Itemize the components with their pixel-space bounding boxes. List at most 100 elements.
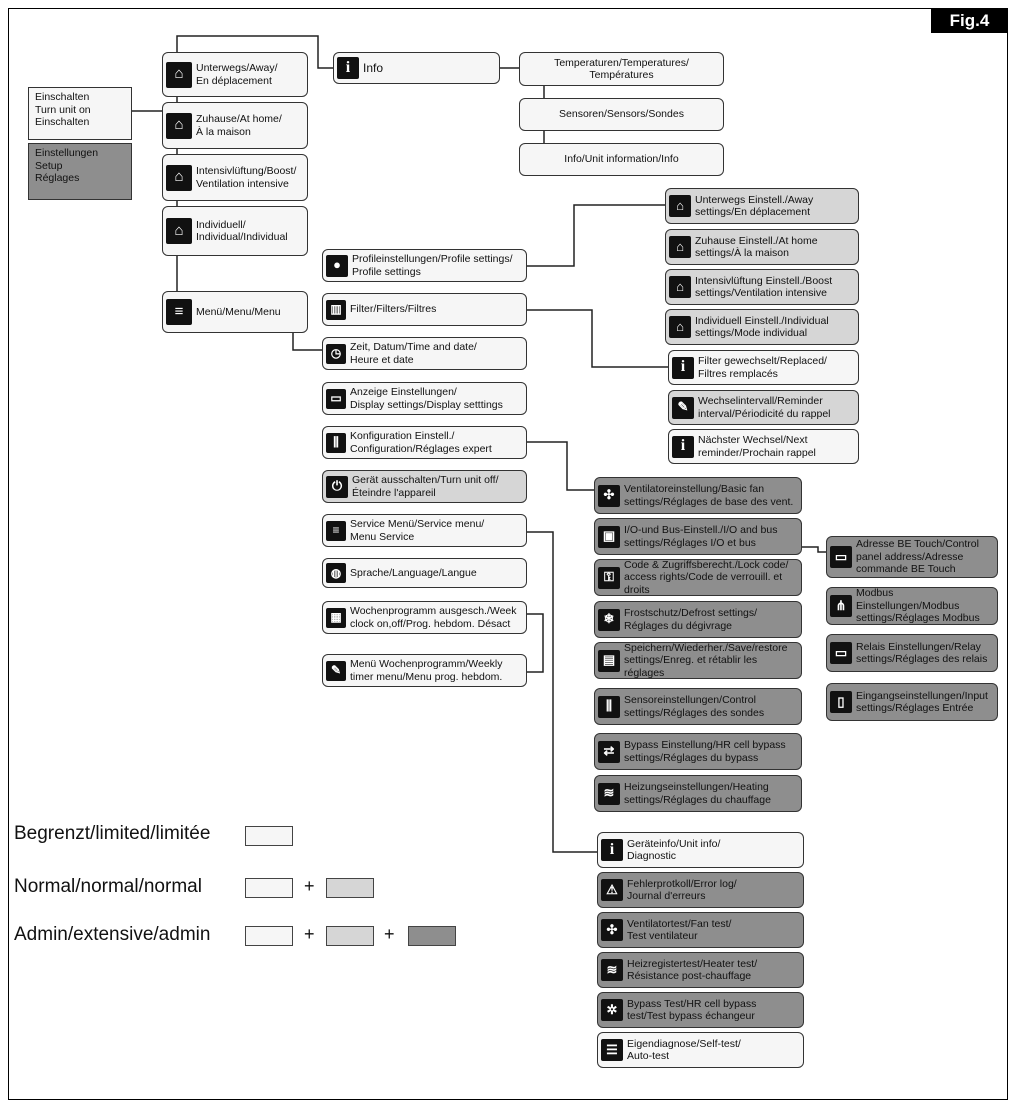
config-save-restore: ▤ Speichern/Wiederher./Save/restore sett… — [594, 642, 802, 679]
mode-home: ⌂ Zuhause/At home/ À la maison — [162, 102, 308, 149]
individual-mode-icon: ⌂ — [166, 218, 192, 244]
io-input-label: Eingangseinstellungen/Input settings/Rég… — [856, 689, 988, 715]
menu-item-weekly-timer-label: Menü Wochenprogramm/Weekly timer menu/Me… — [350, 658, 503, 683]
config-fan: ✣ Ventilatoreinstellung/Basic fan settin… — [594, 477, 802, 514]
individual-settings-icon: ⌂ — [669, 316, 691, 338]
config-bypass-label: Bypass Einstellung/HR cell bypass settin… — [624, 739, 786, 764]
info-label: Info — [363, 60, 384, 75]
menu-item-power-off: ⏻ Gerät ausschalten/Turn unit off/ Étein… — [322, 470, 527, 503]
legend-plus: + — [304, 876, 315, 896]
menu-item-time: ◷ Zeit, Datum/Time and date/ Heure et da… — [322, 337, 527, 370]
bypass-test-icon: ✲ — [601, 999, 623, 1021]
connector-line — [527, 441, 594, 491]
menu-item-weekly-timer: ✎ Menü Wochenprogramm/Weekly timer menu/… — [322, 654, 527, 687]
connector-line — [176, 35, 333, 69]
config-io-bus-label: I/O-und Bus-Einstell./I/O and bus settin… — [624, 524, 778, 549]
menu-item-profile-label: Profileinstellungen/Profile settings/ Pr… — [352, 253, 513, 278]
io-input: ▯ Eingangseinstellungen/Input settings/R… — [826, 683, 998, 721]
menu-item-configuration: ⫼ Konfiguration Einstell./ Configuration… — [322, 426, 527, 459]
away-mode-icon: ⌂ — [166, 61, 192, 88]
heating-settings-icon: ≋ — [598, 782, 620, 805]
fan-settings-icon: ✣ — [598, 484, 620, 507]
config-lock-code: ⚿ Code & Zugriffsberecht./Lock code/ acc… — [594, 559, 802, 596]
menu-item-language: ◍ Sprache/Language/Langue — [322, 558, 527, 588]
service-error-log-label: Fehlerprotkoll/Error log/ Journal d'erre… — [627, 877, 737, 903]
setup-label: Einstellungen Setup Réglages — [35, 147, 99, 184]
home-mode-icon: ⌂ — [166, 112, 192, 139]
menu-item-language-label: Sprache/Language/Langue — [350, 566, 477, 579]
away-settings-icon: ⌂ — [669, 195, 691, 217]
power-icon: ⏻ — [326, 475, 348, 498]
connector-line — [292, 333, 322, 351]
config-defrost: ❄ Frostschutz/Defrost settings/ Réglages… — [594, 601, 802, 638]
info-icon: i — [337, 57, 359, 79]
mode-menu: ≡ Menü/Menu/Menu — [162, 291, 308, 333]
legend-admin-swatch-admin — [408, 926, 456, 946]
boost-settings-icon: ⌂ — [669, 276, 691, 298]
error-log-icon: ⚠ — [601, 879, 623, 901]
input-icon: ▯ — [830, 691, 852, 713]
config-heating-label: Heizungseinstellungen/Heating settings/R… — [624, 781, 771, 806]
config-heating: ≋ Heizungseinstellungen/Heating settings… — [594, 775, 802, 812]
menu-item-time-label: Zeit, Datum/Time and date/ Heure et date — [350, 341, 477, 366]
config-sensor: ⫼ Sensoreinstellungen/Control settings/R… — [594, 688, 802, 725]
config-fan-label: Ventilatoreinstellung/Basic fan settings… — [624, 483, 794, 508]
bypass-settings-icon: ⇄ — [598, 740, 620, 763]
menu-item-service-label: Service Menü/Service menu/ Menu Service — [350, 518, 485, 543]
menu-item-week-clock: ▦ Wochenprogramm ausgesch./Week clock on… — [322, 601, 527, 634]
menu-icon: ≡ — [166, 299, 192, 325]
language-icon: ◍ — [326, 563, 346, 583]
menu-item-filter-label: Filter/Filters/Filtres — [350, 303, 437, 316]
config-lock-code-label: Code & Zugriffsberecht./Lock code/ acces… — [624, 559, 789, 596]
info-temperatures-label: Temperaturen/Temperatures/ Températures — [554, 56, 689, 82]
service-heater-test: ≋ Heizregistertest/Heater test/ Résistan… — [597, 952, 804, 988]
legend-limited-label: Begrenzt/limited/limitée — [14, 823, 211, 844]
self-test-icon: ☰ — [601, 1039, 623, 1061]
mode-menu-label: Menü/Menu/Menu — [196, 305, 281, 318]
info-unit-information-label: Info/Unit information/Info — [564, 153, 679, 166]
info-unit-information: Info/Unit information/Info — [519, 143, 724, 176]
info-icon: i — [672, 435, 694, 458]
config-bypass: ⇄ Bypass Einstellung/HR cell bypass sett… — [594, 733, 802, 770]
menu-item-configuration-label: Konfiguration Einstell./ Configuration/R… — [350, 430, 492, 455]
boost-mode-icon: ⌂ — [166, 164, 192, 191]
mode-away: ⌂ Unterwegs/Away/ En déplacement — [162, 52, 308, 97]
io-modbus-label: Modbus Einstellungen/Modbus settings/Rég… — [856, 587, 980, 625]
menu-item-profile: ● Profileinstellungen/Profile settings/ … — [322, 249, 527, 282]
info-sensors-label: Sensoren/Sensors/Sondes — [559, 108, 684, 121]
filter-replaced-label: Filter gewechselt/Replaced/ Filtres remp… — [698, 355, 827, 380]
service-fan-test: ✣ Ventilatortest/Fan test/ Test ventilat… — [597, 912, 804, 948]
io-relay: ▭ Relais Einstellungen/Relay settings/Ré… — [826, 634, 998, 672]
io-control-panel: ▭ Adresse BE Touch/Control panel address… — [826, 536, 998, 578]
legend-normal-swatch-limited — [245, 878, 293, 898]
connector-line — [527, 309, 668, 368]
calendar-icon: ▦ — [326, 607, 346, 628]
heater-test-icon: ≋ — [601, 959, 623, 981]
filter-next-label: Nächster Wechsel/Next reminder/Prochain … — [698, 434, 816, 459]
legend-plus: + — [384, 924, 395, 944]
mode-away-label: Unterwegs/Away/ En déplacement — [196, 62, 278, 87]
filter-replaced: i Filter gewechselt/Replaced/ Filtres re… — [668, 350, 859, 385]
mode-individual-label: Individuell/ Individual/Individual — [196, 218, 288, 244]
display-icon: ▭ — [326, 388, 346, 409]
legend-admin-swatch-normal — [326, 926, 374, 946]
mode-home-label: Zuhause/At home/ À la maison — [196, 113, 282, 138]
connector-line — [802, 546, 826, 553]
info-temperatures: Temperaturen/Temperatures/ Températures — [519, 52, 724, 86]
sensor-settings-icon: ⫼ — [598, 695, 620, 718]
mode-boost: ⌂ Intensivlüftung/Boost/ Ventilation int… — [162, 154, 308, 201]
filter-next: i Nächster Wechsel/Next reminder/Prochai… — [668, 429, 859, 464]
info-box: i Info — [333, 52, 500, 84]
modbus-icon: ⋔ — [830, 595, 852, 617]
io-relay-label: Relais Einstellungen/Relay settings/Régl… — [856, 640, 988, 666]
connector-line — [527, 204, 665, 267]
defrost-icon: ❄ — [598, 608, 620, 631]
mode-boost-label: Intensivlüftung/Boost/ Ventilation inten… — [196, 165, 297, 190]
service-bypass-test: ✲ Bypass Test/HR cell bypass test/Test b… — [597, 992, 804, 1028]
info-sensors: Sensoren/Sensors/Sondes — [519, 98, 724, 131]
menu-item-power-off-label: Gerät ausschalten/Turn unit off/ Éteindr… — [352, 474, 499, 499]
profile-icon: ● — [326, 254, 348, 277]
menu-item-week-clock-label: Wochenprogramm ausgesch./Week clock on,o… — [350, 605, 517, 630]
home-settings-icon: ⌂ — [669, 236, 691, 258]
